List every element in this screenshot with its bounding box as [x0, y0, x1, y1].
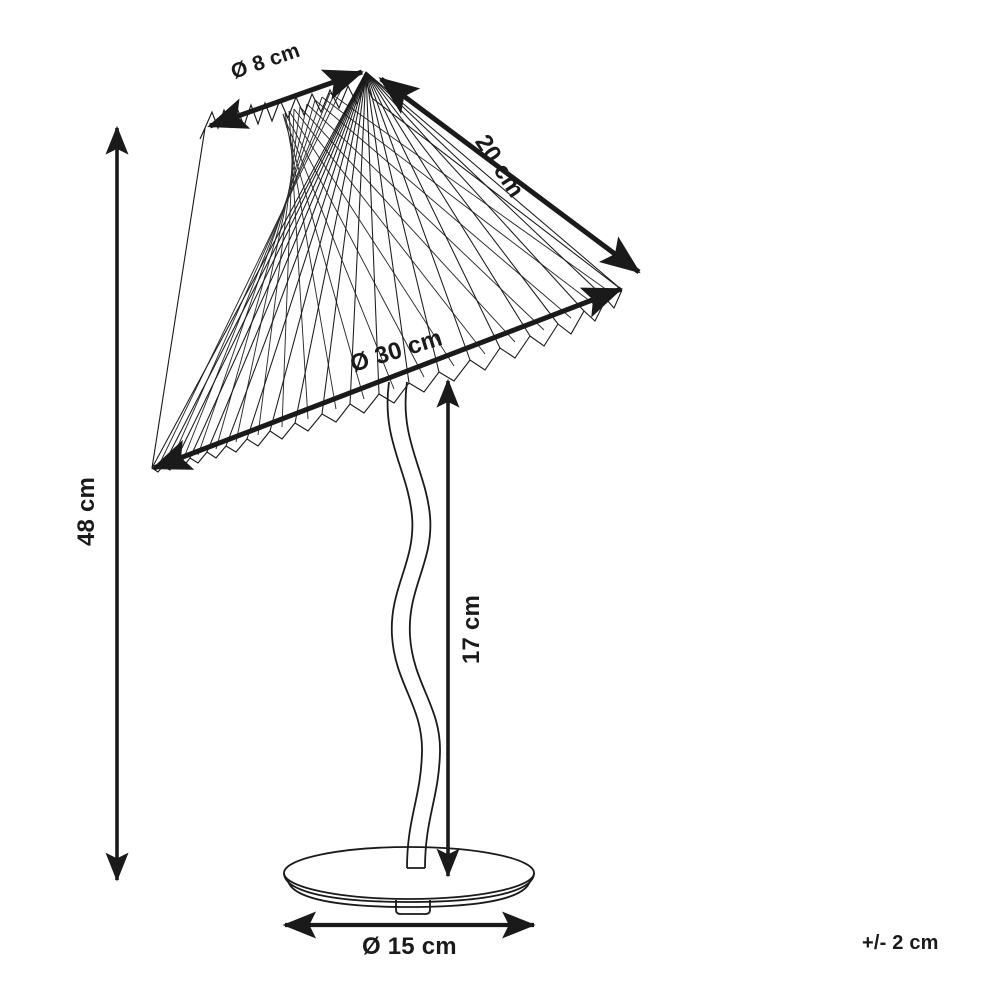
lamp-stem: [386, 381, 441, 869]
base-side-wall: [283, 872, 535, 903]
arrow-shade-slant: [378, 76, 641, 275]
lamp-base: [283, 846, 535, 915]
label-base-diameter: Ø 15 cm: [362, 933, 457, 960]
arrow-shade-bottom-diameter: [151, 286, 623, 471]
shade-pleat-valleys: [157, 85, 615, 468]
label-total-height: 48 cm: [73, 476, 100, 546]
label-tolerance-note: +/- 2 cm: [862, 932, 939, 954]
base-top-ellipse: [283, 846, 535, 900]
label-stem-height: 17 cm: [458, 594, 485, 664]
dimension-arrows: [105, 69, 641, 939]
arrow-shade-top-diameter: [207, 69, 364, 129]
base-bottom-edge: [287, 880, 531, 908]
